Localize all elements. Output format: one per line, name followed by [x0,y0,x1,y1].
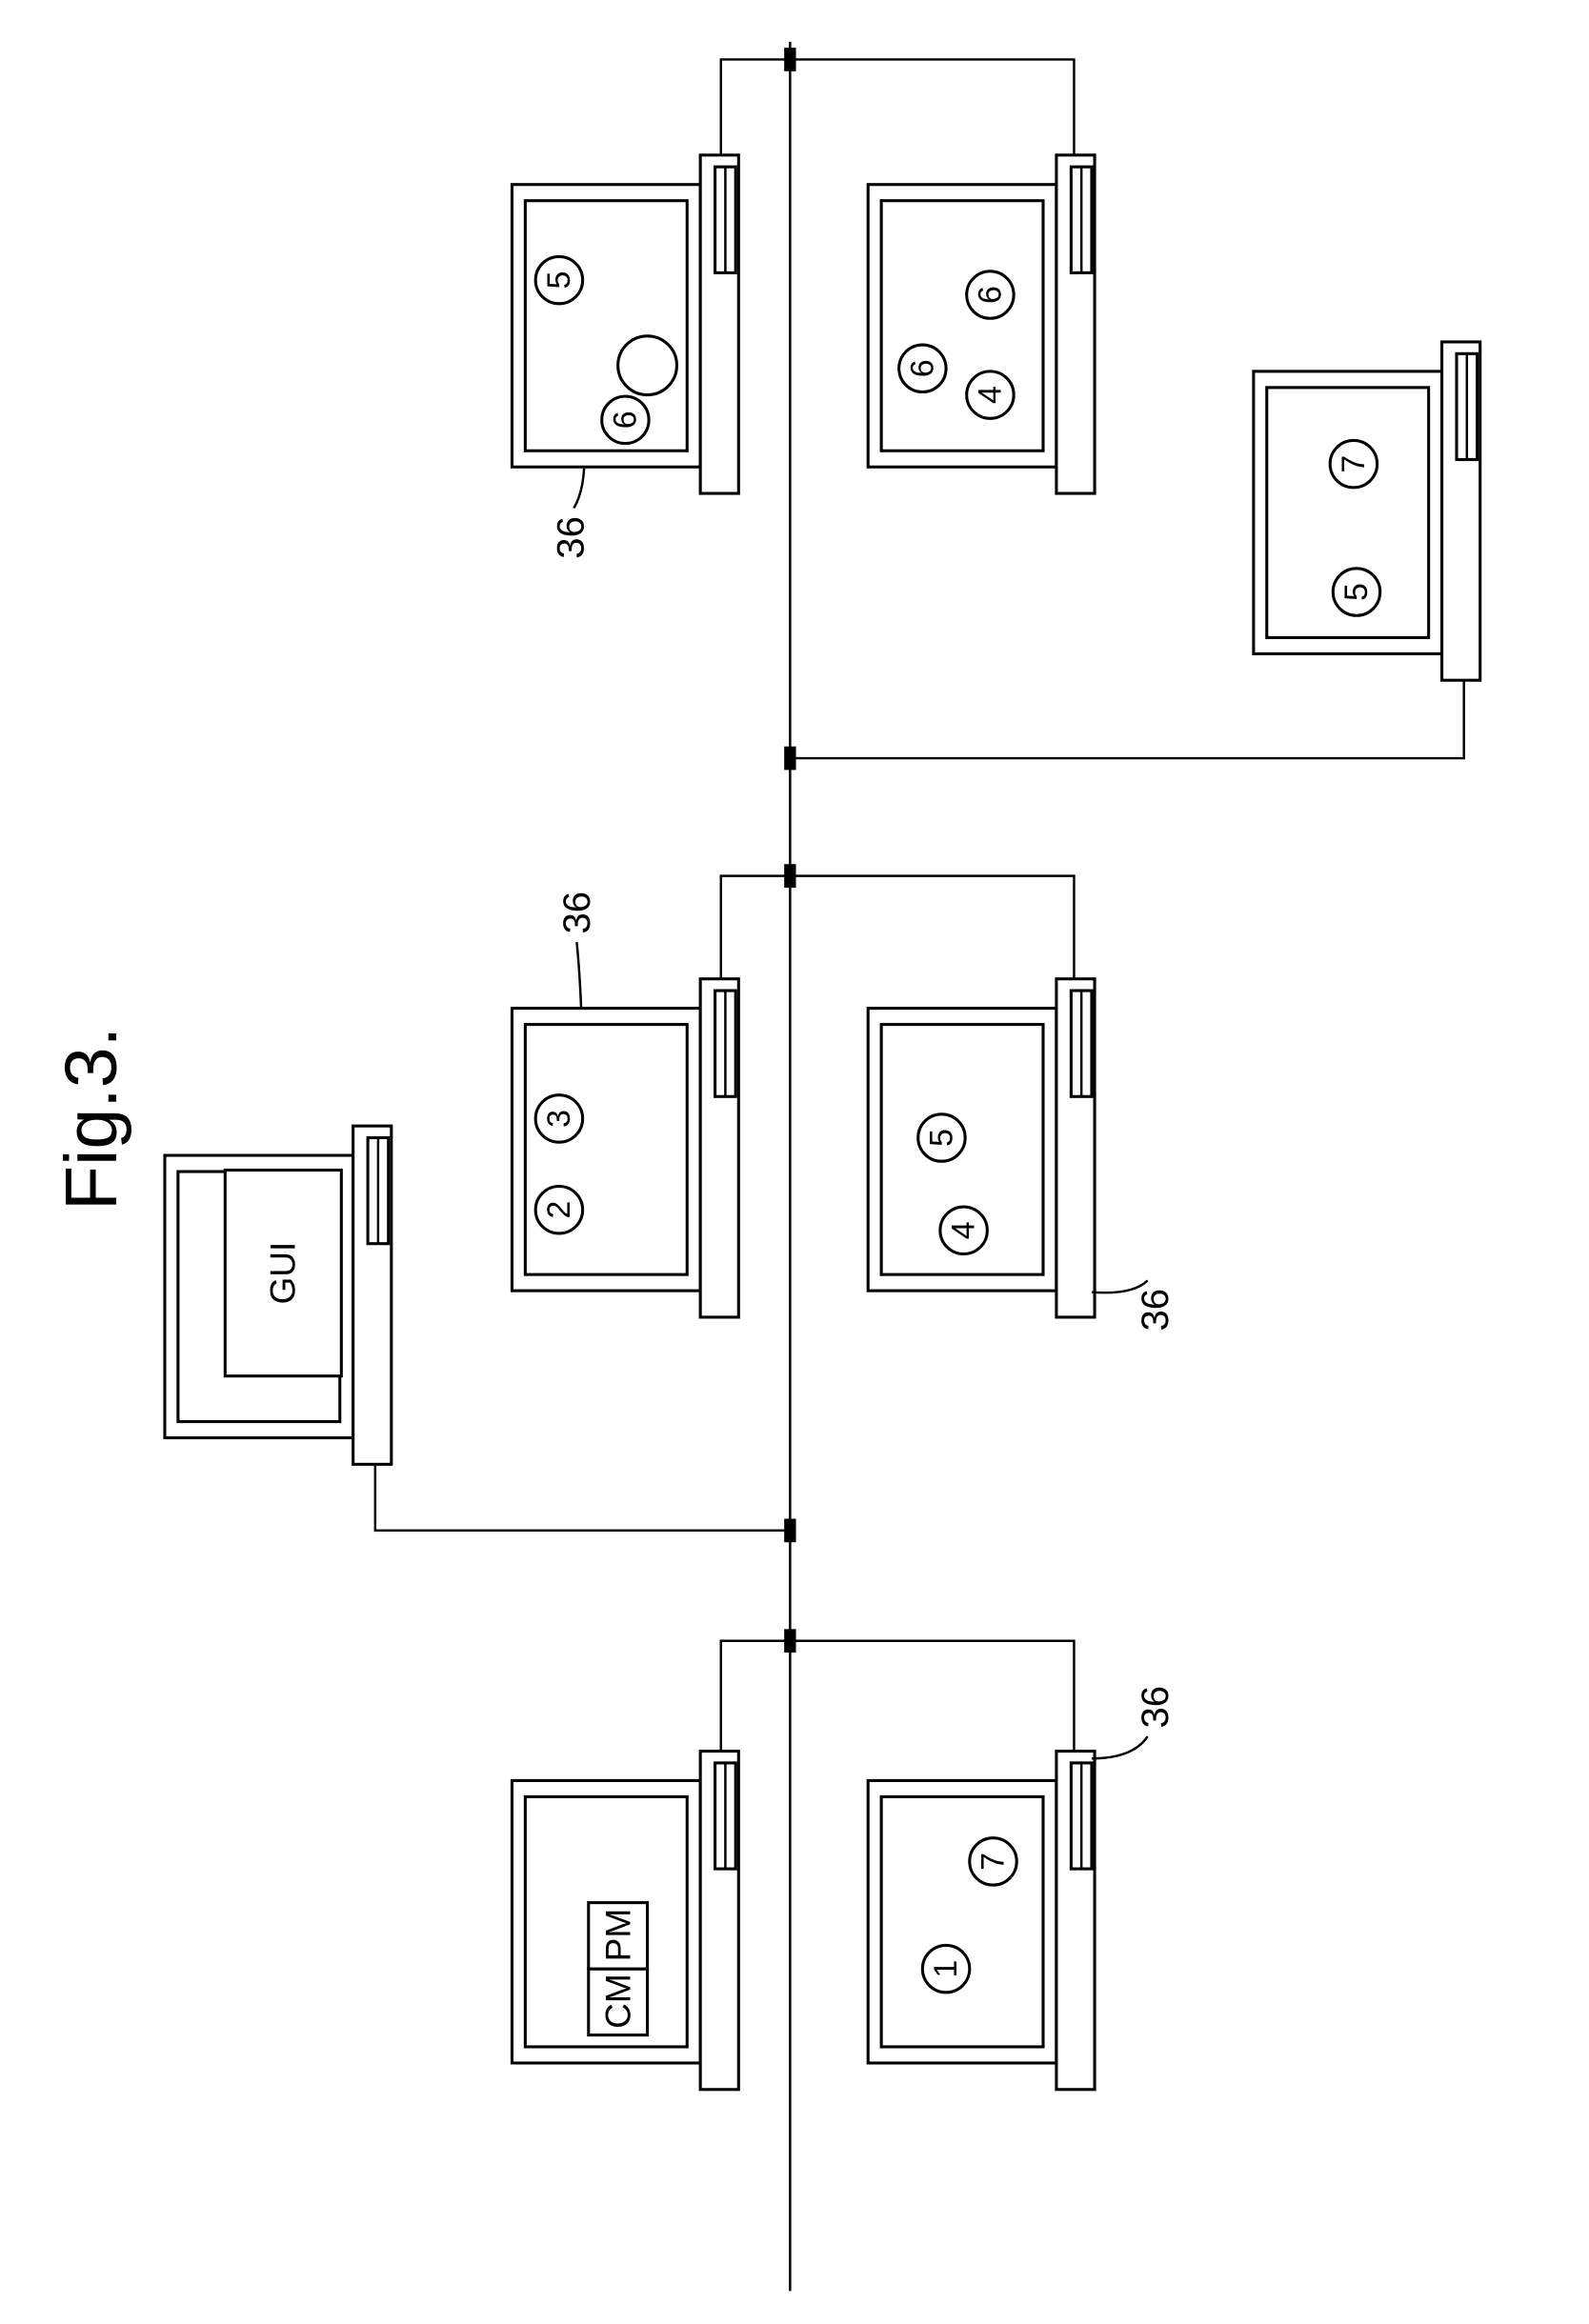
monitor-screen [881,1796,1043,2047]
branch [721,1641,1075,1752]
module-number: 6 [972,286,1008,304]
monitor-screen [881,201,1043,451]
reference-label: 36 [550,516,593,559]
module-number: 4 [946,1221,982,1239]
reference-label: 36 [1134,1686,1177,1729]
computer-middle-left [512,979,738,1317]
module-number: 5 [1338,583,1375,601]
gui-label: GUI [263,1242,303,1305]
gui-window: GUI [225,1170,341,1375]
leader-line [1092,1736,1148,1758]
computer-middle-right [868,979,1095,1317]
module-number: 7 [1336,455,1372,473]
monitor-screen [525,1025,687,1275]
branch [375,1464,791,1531]
computer-far-right [1254,342,1480,680]
module-number: 4 [972,386,1008,404]
module-number: 5 [923,1129,959,1147]
branch [790,680,1463,758]
leader-line [573,469,584,509]
module-circle [618,336,677,395]
figure-title: Fig.3. [50,1027,132,1211]
module-number: 6 [904,359,940,377]
module-number: 3 [541,1110,577,1128]
branch [721,59,1075,154]
module-number: 6 [607,411,643,429]
module-number: 1 [928,1960,964,1978]
module-number: 2 [541,1201,577,1219]
branch [721,876,1075,979]
cm-label: CM [598,1973,638,2029]
pm-label: PM [598,1909,638,1962]
reference-label: 36 [555,892,598,934]
leader-line [576,942,581,1009]
module-number: 7 [975,1853,1011,1871]
module-number: 5 [541,271,577,290]
computer-bottom-right [868,1752,1095,2090]
cm-pm-modules: CM PM [589,1903,648,2035]
reference-label: 36 [1134,1289,1177,1332]
computer-top-right [868,155,1095,493]
